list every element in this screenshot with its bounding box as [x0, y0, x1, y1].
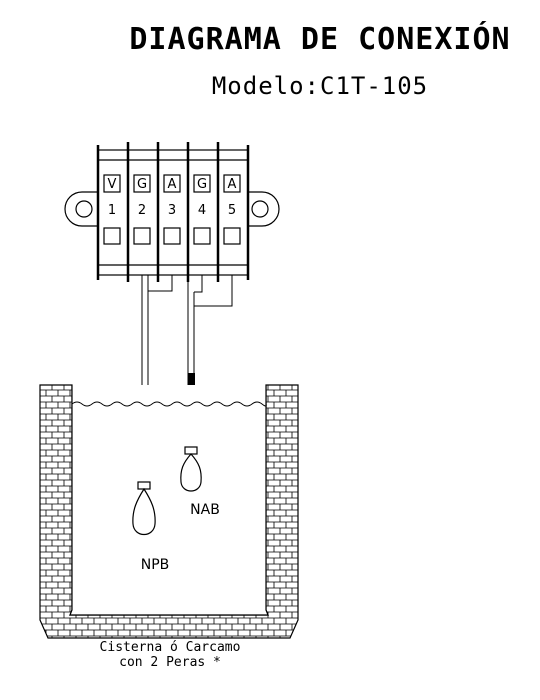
cistern-walls — [39, 384, 299, 639]
npb-float — [132, 481, 156, 536]
terminal-2-number: 2 — [138, 203, 146, 218]
npb-label: NPB — [141, 557, 170, 573]
terminal-block — [64, 142, 280, 282]
nab-label: NAB — [190, 502, 220, 518]
terminal-5-number: 5 — [228, 203, 236, 218]
nab-float — [180, 446, 202, 492]
terminal-1-letter: V — [108, 177, 117, 192]
cistern-caption: Cisterna ó Carcamo con 2 Peras * — [60, 640, 280, 670]
terminal-4-letter: G — [197, 177, 207, 192]
terminal-3-letter: A — [168, 177, 177, 192]
terminal-5-letter: A — [228, 177, 237, 192]
caption-line-1: Cisterna ó Carcamo — [99, 640, 241, 655]
terminal-4-number: 4 — [198, 203, 206, 218]
caption-line-2: con 2 Peras * — [119, 655, 221, 670]
diagram-title: DIAGRAMA DE CONEXIÓN — [129, 22, 511, 57]
terminal-1-number: 1 — [108, 203, 116, 218]
water-line — [71, 401, 267, 407]
model-label: Modelo:C1T-105 — [211, 72, 429, 100]
terminal-3-number: 3 — [168, 203, 176, 218]
terminal-2-letter: G — [137, 177, 147, 192]
